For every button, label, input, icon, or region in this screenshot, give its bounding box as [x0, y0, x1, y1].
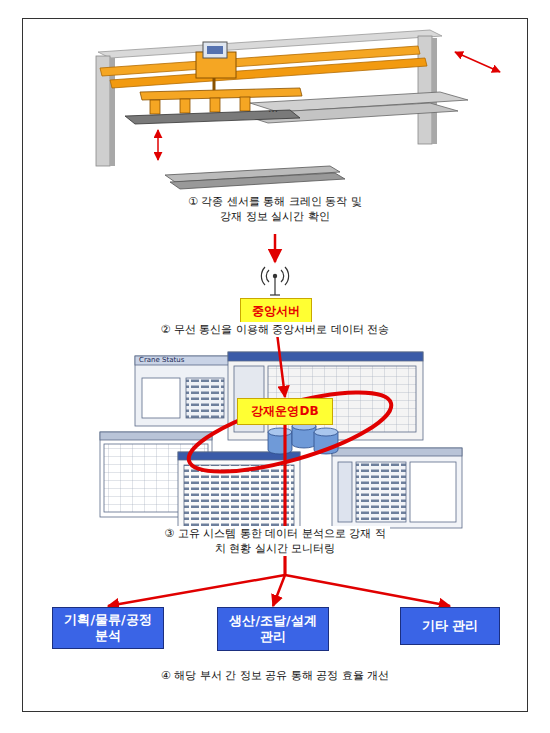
server-box: 중앙서버 [240, 298, 312, 325]
box-text: 강재운영DB [251, 403, 318, 420]
database-box: 강재운영DB [237, 398, 333, 425]
box-text: 중앙서버 [252, 303, 300, 320]
box-text: 기획/물류/공정 분석 [59, 612, 157, 644]
box-text: 기타 관리 [422, 618, 478, 634]
box-text: 생산/조달/설계 관리 [224, 613, 322, 645]
step-caption: ① 각종 센서를 통해 크레인 동작 및 강재 정보 실시간 확인 [180, 194, 370, 224]
window-title: Crane Status [137, 356, 217, 365]
flow-arrow [273, 425, 285, 606]
department-box: 기타 관리 [400, 607, 500, 645]
svg-text:…: … [268, 103, 278, 114]
step-caption: ③ 고유 시스템 통한 데이터 분석으로 강재 적치 현황 실시간 모니터링 [160, 526, 390, 556]
flow-arrow [108, 425, 285, 606]
step-caption: ② 무선 통신을 이용해 중앙서버로 데이터 전송 [140, 322, 410, 337]
department-box: 생산/조달/설계 관리 [217, 607, 329, 651]
department-box: 기획/물류/공정 분석 [52, 607, 164, 649]
flow-arrow [285, 425, 450, 606]
step-caption: ④ 해당 부서 간 정보 공유 통해 공정 효율 개선 [130, 668, 420, 683]
